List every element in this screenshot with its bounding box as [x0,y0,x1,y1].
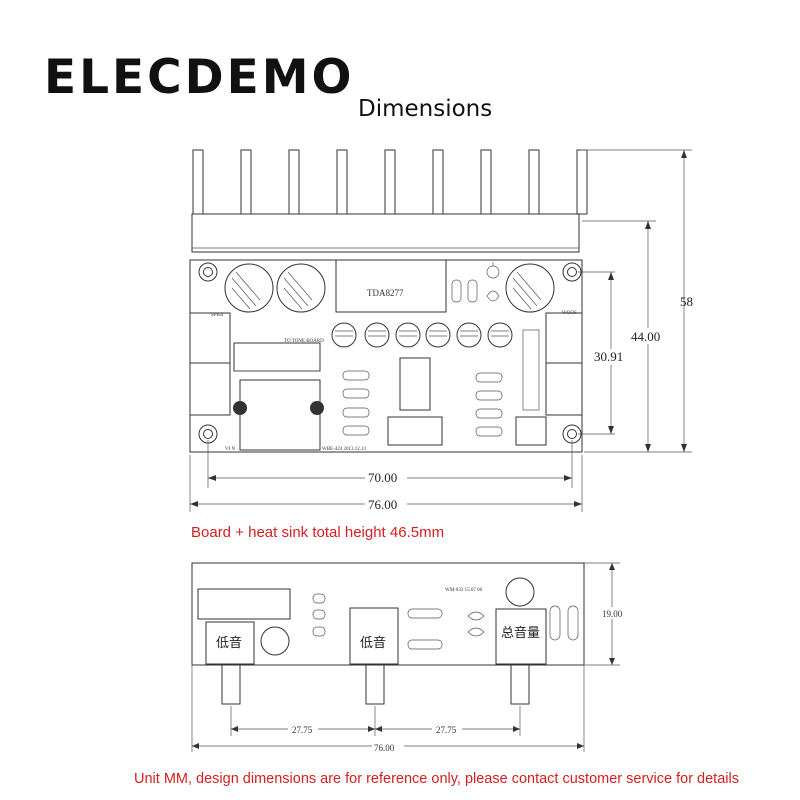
board-model-label: WBE-424 2013.12.13 [322,447,367,452]
capacitor-small [364,322,390,348]
connector-right-top [545,312,583,364]
connector-right-bottom [545,362,583,416]
bass-label-2: 低音 [360,635,386,651]
knob-shaft-3 [510,663,530,705]
chip-label: TDA8277 [367,288,404,298]
dim-height-total-label: 58 [680,294,693,309]
connector-left-top [189,312,231,364]
capacitor-small [456,322,482,348]
resistor [475,426,503,437]
woof-label: WOOF [562,311,577,316]
front-model-label: WM-033 15.67 06 [445,588,483,593]
heat-sink-fin [288,149,300,215]
dim-spacing-2-label: 27.75 [436,725,457,735]
heat-sink-fin [432,149,444,215]
connector-left-bottom [189,362,231,416]
dim-height-board-label: 44.00 [631,329,660,344]
knob-shaft-1 [221,663,241,705]
dim-height-total: 58 [580,149,693,453]
heat-sink-fin [192,149,204,215]
dim-height-holes: 30.91 [578,271,628,435]
front-view-board: 低音 低音 总音量 WM-033 15.67 06 [191,562,585,666]
heat-sink-fin [384,149,396,215]
dim-width-inner: 70.00 [207,440,573,488]
top-view-board: TDA8277 TO TONE BOARD SPKR WOOF VI N [189,259,583,453]
mounting-hole-tl [198,262,218,282]
total-volume-label: 总音量 [501,625,540,641]
resistor [342,370,370,381]
heat-sink-fin [240,149,252,215]
heat-sink-fin [528,149,540,215]
power-connector [239,379,321,451]
amplifier-chip: TDA8277 [335,259,447,313]
dim-front-width-label: 76.00 [374,743,395,753]
resistor [342,388,370,399]
brand-logo: ELECDEMO [44,50,355,105]
knob-shaft-2 [365,663,385,705]
heat-sink-fin [480,149,492,215]
resistor [475,408,503,419]
capacitor-small [487,322,513,348]
bass-label-1: 低音 [216,635,242,651]
vin-label: VI N [225,447,236,452]
height-note: Board + heat sink total height 46.5mm [191,524,445,541]
dim-spacing-2: 27.75 [375,706,521,736]
page-title: Dimensions [358,96,493,122]
resistor [475,372,503,383]
dim-width-inner-label: 70.00 [368,470,397,485]
dim-front-width: 76.00 [191,666,585,753]
capacitor-large-1 [224,263,274,313]
capacitor-small [425,322,451,348]
dim-width-total: 76.00 [189,455,583,512]
dim-height-holes-label: 30.91 [594,349,623,364]
dim-height-board: 44.00 [582,220,666,452]
dim-spacing-1-label: 27.75 [292,725,313,735]
capacitor-large-2 [276,263,326,313]
capacitor-small [331,322,357,348]
speaker-label: SPKR [211,313,224,318]
resistor [475,390,503,401]
capacitor-small [395,322,421,348]
heat-sink-fin [576,149,588,215]
dim-front-height: 19.00 [584,562,628,666]
tone-board-header [233,342,321,372]
to-tone-board-label: TO TONE BOARD [284,339,324,344]
capacitor-large-3 [505,263,555,313]
resistor [342,407,370,418]
units-note: Unit MM, design dimensions are for refer… [134,771,739,787]
ic-dip [399,357,431,411]
dim-spacing-1: 27.75 [230,706,376,736]
dim-front-height-label: 19.00 [602,609,623,619]
heat-sink-fin [336,149,348,215]
resistor [342,425,370,436]
heat-sink [191,149,588,253]
dim-width-total-label: 76.00 [368,497,397,512]
